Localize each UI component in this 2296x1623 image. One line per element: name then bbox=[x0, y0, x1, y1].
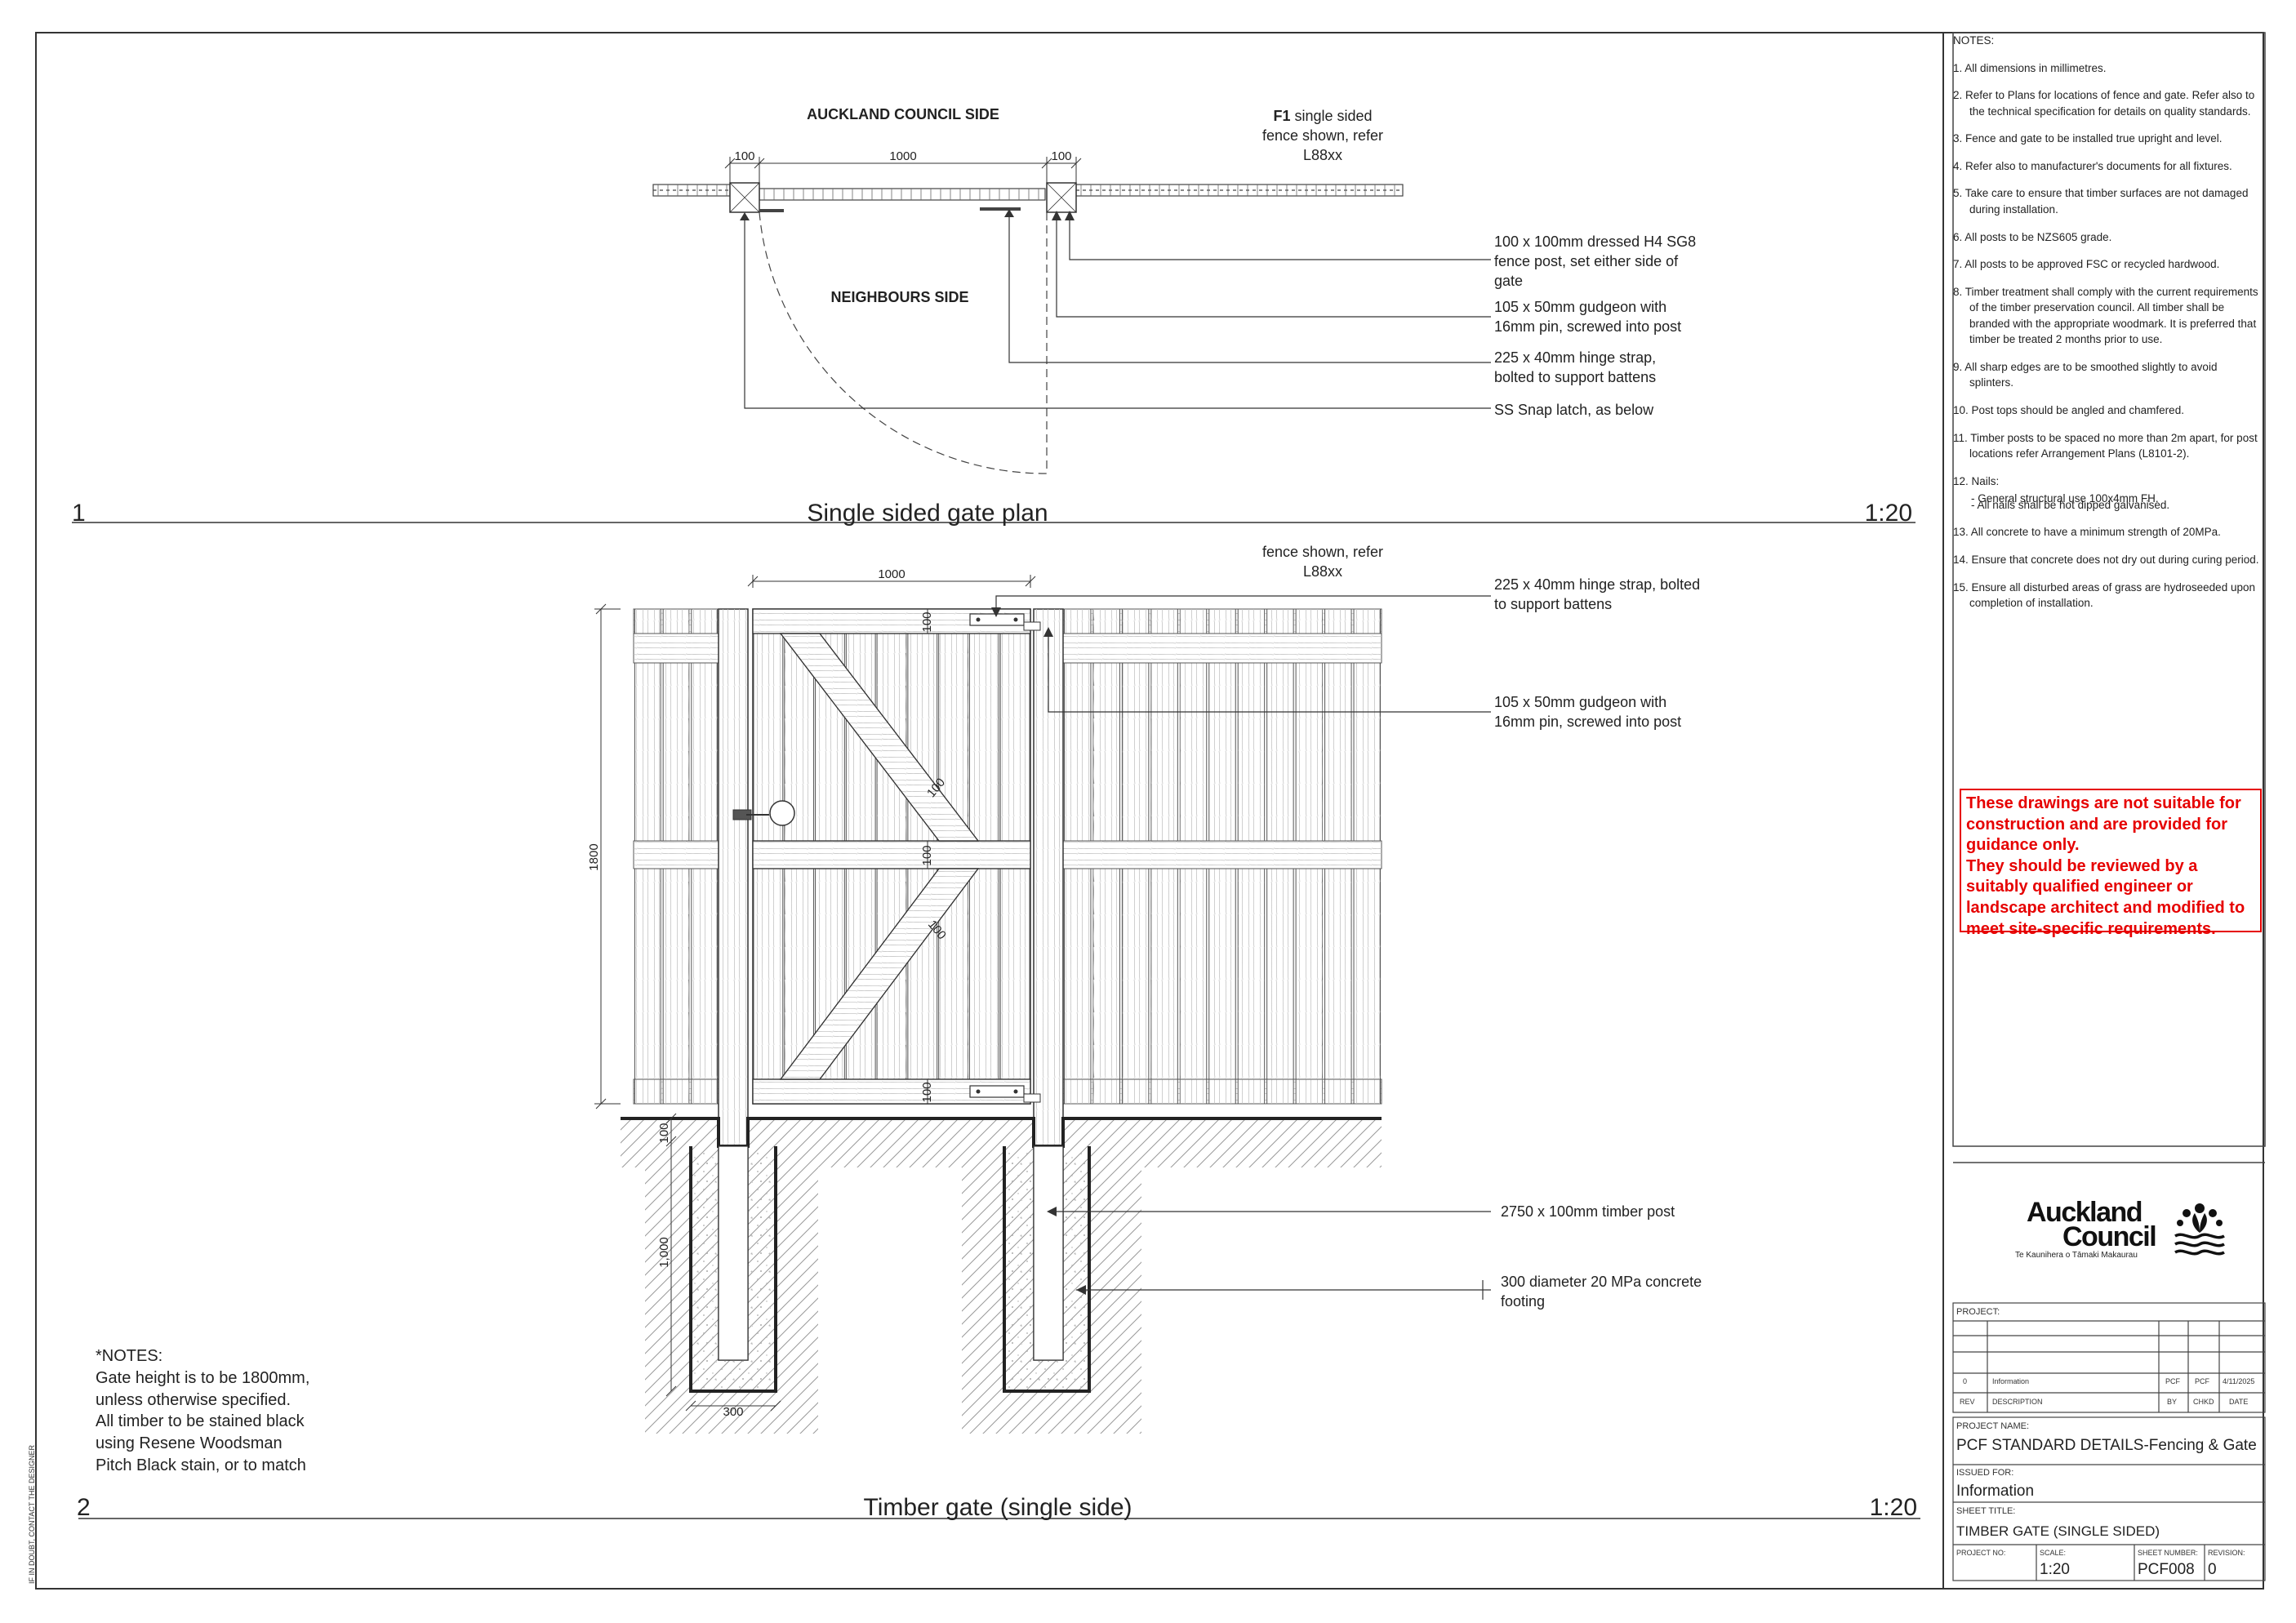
fence-panel-right bbox=[1062, 608, 1382, 1105]
elev-dim-footing: 300 bbox=[723, 1405, 743, 1419]
elev-dim-rail-top: 100 bbox=[920, 611, 934, 632]
plan-callout-latch: SS Snap latch, as below bbox=[1494, 402, 1654, 418]
gate-notes: *NOTES: Gate height is to be 1800mm, unl… bbox=[96, 1345, 340, 1477]
rev-date: 4/11/2025 bbox=[2223, 1377, 2255, 1385]
note-item: 15. Ensure all disturbed areas of grass … bbox=[1953, 580, 2255, 610]
elev-scale: 1:20 bbox=[1870, 1494, 1917, 1521]
note-item: 14. Ensure that concrete does not dry ou… bbox=[1953, 553, 2259, 566]
note-item: 6. All posts to be NZS605 grade. bbox=[1953, 230, 2112, 243]
header-description: DESCRIPTION bbox=[1992, 1398, 2043, 1406]
neighbours-side-label: NEIGHBOURS SIDE bbox=[830, 289, 968, 305]
elev-number: 2 bbox=[77, 1494, 91, 1521]
note-item: 4. Refer also to manufacturer's document… bbox=[1953, 159, 2232, 172]
note-item: 7. All posts to be approved FSC or recyc… bbox=[1953, 258, 2220, 271]
note-item: 11. Timber posts to be spaced no more th… bbox=[1953, 431, 2258, 460]
elev-dim-rail-mid: 100 bbox=[920, 845, 934, 865]
elev-callout-post: 2750 x 100mm timber post bbox=[1501, 1203, 1675, 1220]
gate-note-2: unless otherwise specified. bbox=[96, 1390, 291, 1409]
elev-title: Timber gate (single side) bbox=[863, 1494, 1132, 1521]
issued-for-label: ISSUED FOR: bbox=[1956, 1468, 2014, 1478]
logo-line1: Auckland bbox=[2027, 1197, 2143, 1228]
fence-ref-line2: fence shown, refer bbox=[1262, 127, 1383, 144]
council-emblem-icon bbox=[2174, 1203, 2225, 1256]
plan-dim-post-left: 100 bbox=[734, 149, 754, 163]
margin-note: IF IN DOUBT, CONTACT THE DESIGNER bbox=[28, 1444, 36, 1584]
rev-by: PCF bbox=[2165, 1377, 2180, 1385]
gate-plan: AUCKLAND COUNCIL SIDE NEIGHBOURS SIDE F1… bbox=[72, 106, 1916, 527]
note-item: 10. Post tops should be angled and chamf… bbox=[1953, 404, 2184, 416]
header-date: DATE bbox=[2229, 1398, 2249, 1406]
elev-fence-ref-line2: L88xx bbox=[1303, 563, 1342, 580]
plan-dim-post-right: 100 bbox=[1051, 149, 1071, 163]
project-no-label: PROJECT NO: bbox=[1956, 1549, 2006, 1557]
gate-note-1: Gate height is to be 1800mm, bbox=[96, 1368, 310, 1387]
note-item: 3. Fence and gate to be installed true u… bbox=[1953, 132, 2223, 145]
general-notes: NOTES: 1. All dimensions in millimetres.… bbox=[1953, 33, 2263, 623]
elev-dim-rail-bottom: 100 bbox=[920, 1082, 934, 1102]
gate-note-4: using Resene Woodsman bbox=[96, 1434, 283, 1453]
rev-value: 0 bbox=[1963, 1377, 1968, 1385]
rev-description: Information bbox=[1992, 1377, 2030, 1385]
plan-scale: 1:20 bbox=[1865, 500, 1912, 527]
header-rev: REV bbox=[1960, 1398, 1975, 1406]
logo-tagline: Te Kaunihera o Tāmaki Makaurau bbox=[2015, 1251, 2138, 1260]
logo-line2: Council bbox=[2062, 1221, 2157, 1252]
note-item: 9. All sharp edges are to be smoothed sl… bbox=[1953, 360, 2218, 389]
disclaimer-box: These drawings are not suitable for cons… bbox=[1960, 789, 2262, 938]
note-item: 13. All concrete to have a minimum stren… bbox=[1953, 526, 2221, 539]
note-item: 1. All dimensions in millimetres. bbox=[1953, 61, 2107, 74]
fence-ref-line3: L88xx bbox=[1303, 147, 1342, 163]
project-name-label: PROJECT NAME: bbox=[1956, 1421, 2030, 1431]
notes-frame bbox=[1952, 32, 2266, 1147]
note-item: 2. Refer to Plans for locations of fence… bbox=[1953, 89, 2255, 118]
scale-value: 1:20 bbox=[2040, 1561, 2070, 1578]
sheet-title-label: SHEET TITLE: bbox=[1956, 1506, 2016, 1516]
note-item: 5. Take care to ensure that timber surfa… bbox=[1953, 187, 2249, 216]
fence-panel-left bbox=[633, 608, 719, 1105]
gate-note-0: *NOTES: bbox=[96, 1347, 163, 1365]
sheet-title: TIMBER GATE (SINGLE SIDED) bbox=[1956, 1523, 2160, 1539]
fence-ref-line1: F1 single sided bbox=[1273, 108, 1372, 124]
plan-dim-gate: 1000 bbox=[889, 149, 916, 163]
plan-title: Single sided gate plan bbox=[807, 500, 1048, 527]
note-subitem: - General structural use 100x4mm FH. bbox=[1971, 492, 2159, 505]
elev-dim-width: 1000 bbox=[878, 567, 905, 581]
sheet-number-label: SHEET NUMBER: bbox=[2138, 1549, 2198, 1557]
project-name: PCF STANDARD DETAILS-Fencing & Gate bbox=[1956, 1437, 2257, 1454]
note-subitem: - All nails shall be hot dipped galvanis… bbox=[1971, 498, 2170, 511]
council-side-label: AUCKLAND COUNCIL SIDE bbox=[807, 106, 999, 122]
project-label: PROJECT: bbox=[1956, 1307, 2000, 1317]
plan-callout-hinge: 225 x 40mm hinge strap,bolted to support… bbox=[1494, 349, 1656, 385]
scale-label: SCALE: bbox=[2040, 1549, 2067, 1557]
elev-dim-depth: 1,000 bbox=[657, 1237, 671, 1268]
rev-chkd: PCF bbox=[2195, 1377, 2209, 1385]
auckland-council-logo: Auckland Council bbox=[2027, 1192, 2206, 1274]
issued-for: Information bbox=[1956, 1483, 2035, 1500]
header-by: BY bbox=[2167, 1398, 2178, 1406]
revision-label: REVISION: bbox=[2208, 1549, 2245, 1557]
note-item: 12. Nails: bbox=[1953, 474, 2000, 487]
disclaimer-line-1: These drawings are not suitable for cons… bbox=[1966, 794, 2241, 855]
note-item: 8. Timber treatment shall comply with th… bbox=[1953, 285, 2258, 346]
sheet-number: PCF008 bbox=[2138, 1561, 2195, 1578]
gate-elevation: fence shown, refer L88xx bbox=[77, 544, 1920, 1521]
elev-fence-ref-line1: fence shown, refer bbox=[1262, 544, 1383, 560]
elev-dim-embed: 100 bbox=[657, 1123, 671, 1143]
notes-heading: NOTES: bbox=[1953, 34, 1995, 47]
disclaimer-line-2: They should be reviewed by a suitably qu… bbox=[1966, 856, 2245, 938]
gate-note-5: Pitch Black stain, or to match bbox=[96, 1456, 306, 1474]
plan-number: 1 bbox=[72, 500, 86, 527]
revision-value: 0 bbox=[2208, 1561, 2217, 1578]
header-chkd: CHKD bbox=[2193, 1398, 2214, 1406]
gate-note-3: All timber to be stained black bbox=[96, 1412, 305, 1431]
elev-dim-height: 1800 bbox=[587, 843, 601, 870]
title-block-grid bbox=[1952, 1302, 2266, 1581]
